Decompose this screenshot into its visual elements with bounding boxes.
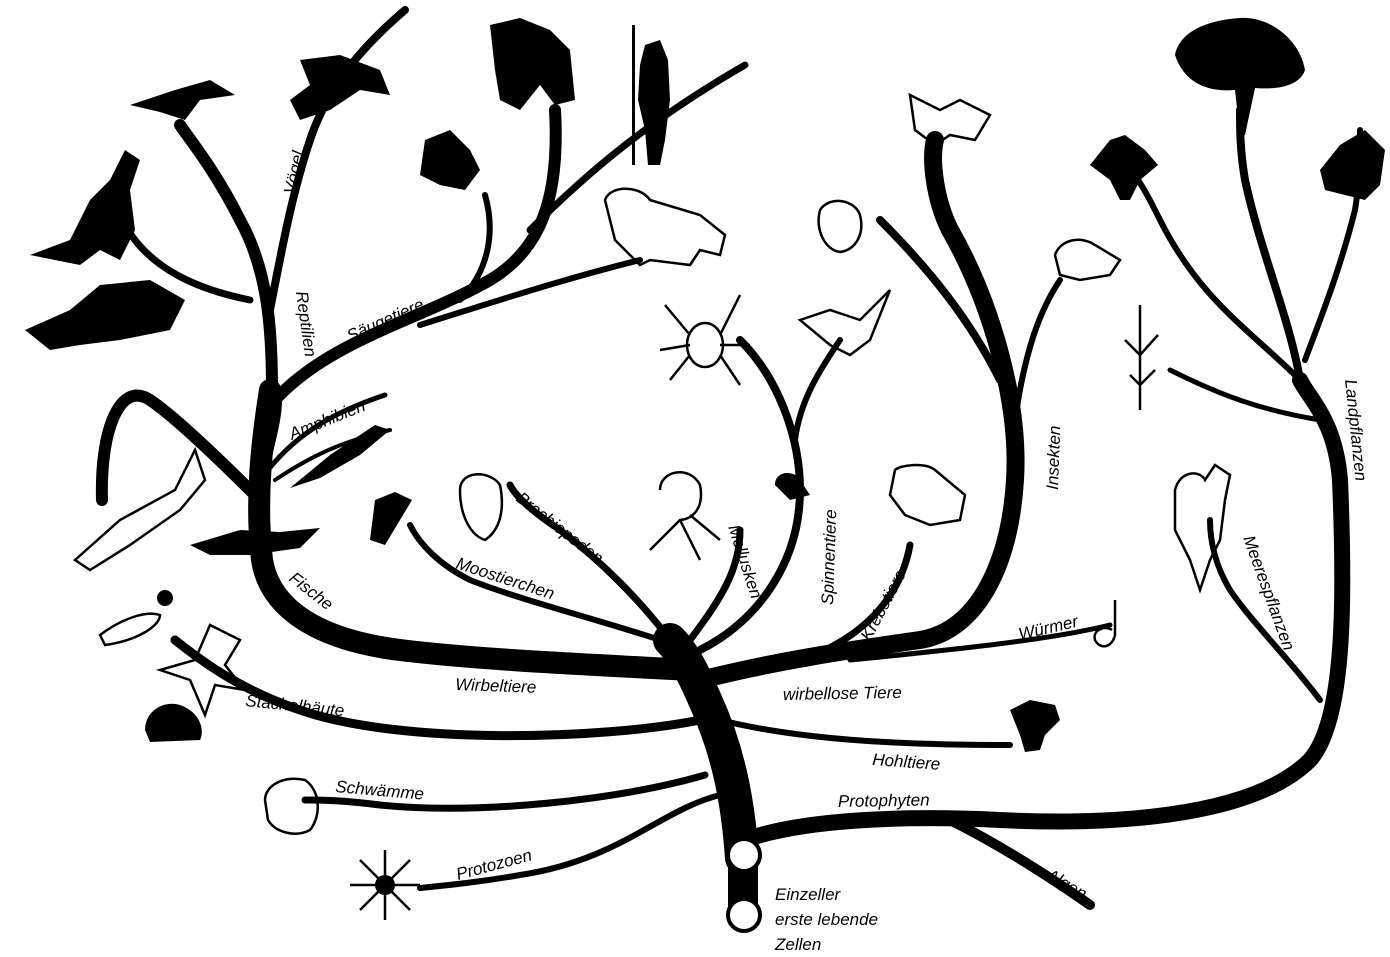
label-stachelhaeute: Stachelhäute xyxy=(245,691,346,720)
root-label-erste-lebende: erste lebende xyxy=(775,910,878,929)
label-hohltiere: Hohltiere xyxy=(872,750,941,774)
beetle-icon xyxy=(819,201,862,252)
cell-circle-upper xyxy=(728,839,760,871)
sea-cucumber-icon xyxy=(100,614,160,645)
urchin-small-icon xyxy=(157,590,173,606)
label-protophyten: Protophyten xyxy=(838,790,930,811)
worm-icon xyxy=(1095,600,1115,646)
label-insekten: Insekten xyxy=(1043,425,1064,490)
label-reptilien: Reptilien xyxy=(292,290,320,358)
root-label-zellen: Zellen xyxy=(774,935,821,954)
gorilla-icon xyxy=(490,18,575,110)
butterfly-icon xyxy=(910,95,990,145)
crab-icon xyxy=(890,465,965,525)
lemur-icon xyxy=(420,130,480,190)
label-wirbeltiere: Wirbeltiere xyxy=(455,675,537,697)
saeugetiere-branch xyxy=(275,110,556,400)
cell-circle-lower xyxy=(728,899,760,931)
label-spinnentiere: Spinnentiere xyxy=(818,509,840,605)
tree-branches xyxy=(102,10,1360,905)
label-mollusken: Mollusken xyxy=(724,522,766,601)
label-algen: Algen xyxy=(1042,865,1090,904)
hohltiere-branch xyxy=(720,720,1010,745)
root-cells xyxy=(728,839,760,931)
brachiopod-icon xyxy=(460,474,502,540)
lion-icon xyxy=(605,189,725,265)
sponge-icon xyxy=(265,779,318,834)
pterosaur-icon xyxy=(130,80,235,120)
bird-icon xyxy=(290,55,390,120)
dinosaur-icon xyxy=(30,150,140,265)
shark-branch xyxy=(102,396,260,500)
fish-icon xyxy=(190,528,320,555)
scorpion-branch xyxy=(795,340,840,440)
scorpion-icon xyxy=(800,290,890,355)
fern-icon xyxy=(1320,130,1385,200)
landpflanzen-branch xyxy=(1240,110,1300,380)
sea-urchin-icon xyxy=(145,704,202,742)
tree-icon xyxy=(1175,18,1305,135)
radiolarian-icon xyxy=(350,850,420,920)
label-brachiopoden: Brachiopoden xyxy=(513,488,607,568)
label-wirbellose: wirbellose Tiere xyxy=(783,683,902,704)
human-icon xyxy=(638,40,670,165)
bee-branch xyxy=(1015,280,1060,420)
reptilien-branch xyxy=(180,125,272,390)
moostierchen-icon xyxy=(370,492,412,545)
octopus-icon xyxy=(650,472,720,560)
bee-icon xyxy=(1055,240,1120,280)
spear-icon xyxy=(632,25,635,165)
shark-icon xyxy=(75,450,205,570)
root-label-einzeller: Einzeller xyxy=(775,885,842,904)
snail-icon xyxy=(775,473,810,500)
label-krebstiere: Krebstiere xyxy=(857,567,910,644)
lizard-icon xyxy=(25,280,185,350)
coral-icon xyxy=(1010,700,1060,752)
label-amphibien: Amphibien xyxy=(285,396,368,444)
horsetail-icon xyxy=(1125,305,1158,410)
